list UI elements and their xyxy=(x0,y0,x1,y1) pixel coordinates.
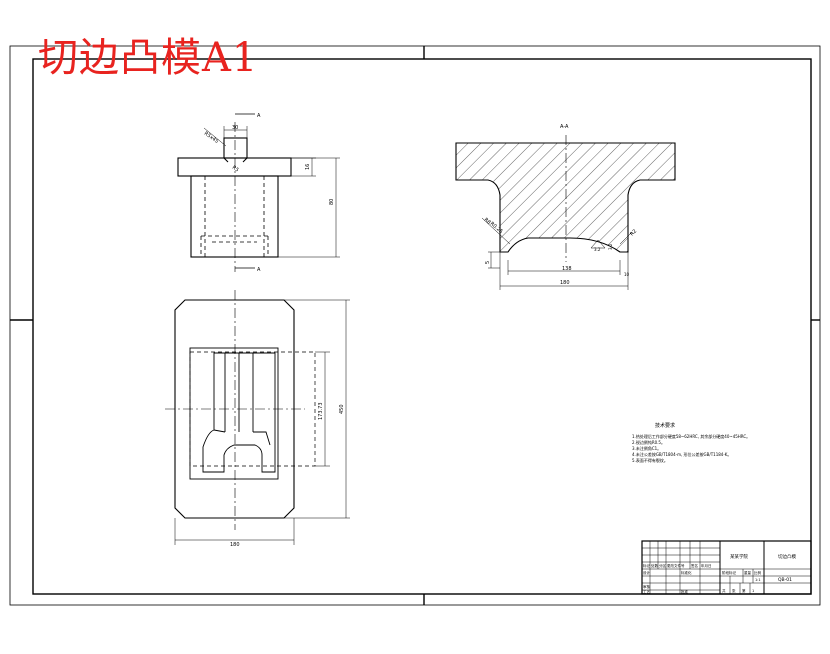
tech-heading: 技术要求 xyxy=(655,422,675,429)
tb-label-standard: 标准化 xyxy=(681,570,692,575)
tb-label-sheet: 张 xyxy=(732,588,736,593)
tb-label-date: 年月日 xyxy=(701,563,712,568)
tech-item-4: 4.未注公差按GB/T1804-m, 形位公差按GB/T1184-K。 xyxy=(632,451,731,457)
front-view xyxy=(177,113,340,272)
section-dim-depth: 5 xyxy=(485,261,491,264)
tb-label-design: 设计 xyxy=(643,570,651,575)
tb-school: 某某学院 xyxy=(730,553,748,560)
tb-label-process: 工艺 xyxy=(643,589,651,594)
top-dim-inner-height: 173.73 xyxy=(318,403,324,421)
tech-item-3: 3.未注倒角C1。 xyxy=(632,445,661,451)
tb-label-weight: 重量 xyxy=(744,570,752,575)
section-rough-1: 3.2 xyxy=(594,247,601,252)
tb-label-scale: 比例 xyxy=(754,570,762,575)
tb-label-total: 共 xyxy=(722,588,726,593)
section-rough-2: 3.2 xyxy=(608,243,613,250)
tb-label-zone: 分区 xyxy=(659,563,667,568)
section-dim-inner-width: 138 xyxy=(562,266,572,272)
front-dim-chamfer2: R5 xyxy=(231,165,240,174)
top-dim-total-height: 450 xyxy=(339,404,345,414)
inner-border xyxy=(32,58,812,595)
tb-label-approve: 批准 xyxy=(681,589,689,594)
title-block xyxy=(641,540,812,595)
front-section-mark-bottom: A xyxy=(257,267,261,273)
tb-drawing-no: QB-01 xyxy=(778,577,792,583)
section-dim-fillet-left: R8 xyxy=(483,217,492,226)
tb-label-check: 审核 xyxy=(643,584,651,589)
front-section-mark-top: A xyxy=(257,113,261,119)
top-view xyxy=(165,290,350,545)
front-dim-height: 80 xyxy=(329,199,335,205)
tb-part-name: 切边凸模 xyxy=(778,553,796,560)
front-dim-flange: 16 xyxy=(305,164,311,170)
tb-scale: 1:1 xyxy=(755,578,761,582)
tech-requirements: 技术要求 1.热处理后工作部分硬度58~62HRC, 其余部分硬度40~45HR… xyxy=(632,422,750,463)
tb-label-count: 处数 xyxy=(651,563,659,568)
drawing-title: 切边凸模A1 xyxy=(38,35,259,81)
section-dim-side: 10 xyxy=(624,272,630,277)
tb-label-change-doc: 更改文件号 xyxy=(667,563,685,568)
section-dim-total-width: 180 xyxy=(560,280,570,286)
section-dim-fillet-right: R2 xyxy=(629,228,638,237)
front-dim-top-width: 30 xyxy=(232,125,238,131)
top-dim-width: 180 xyxy=(230,542,240,548)
tech-item-2: 2.锐边倒钝R0.5。 xyxy=(632,439,665,445)
tech-item-1: 1.热处理后工作部分硬度58~62HRC, 其余部分硬度40~45HRC。 xyxy=(632,433,750,439)
tb-sheet: 1 xyxy=(752,589,754,593)
outer-border xyxy=(9,45,821,606)
tb-label-mark: 标记 xyxy=(643,563,651,568)
section-label: A-A xyxy=(560,124,569,130)
front-dim-chamfer: R5x45 xyxy=(203,131,220,145)
tb-label-number: 第 xyxy=(742,588,746,593)
tech-item-5: 5.表面不得有裂纹。 xyxy=(632,457,668,463)
tb-label-sign: 签名 xyxy=(691,563,698,568)
tb-label-stage: 阶段标记 xyxy=(722,570,736,575)
section-view xyxy=(455,135,676,290)
centering-marks xyxy=(10,46,820,605)
